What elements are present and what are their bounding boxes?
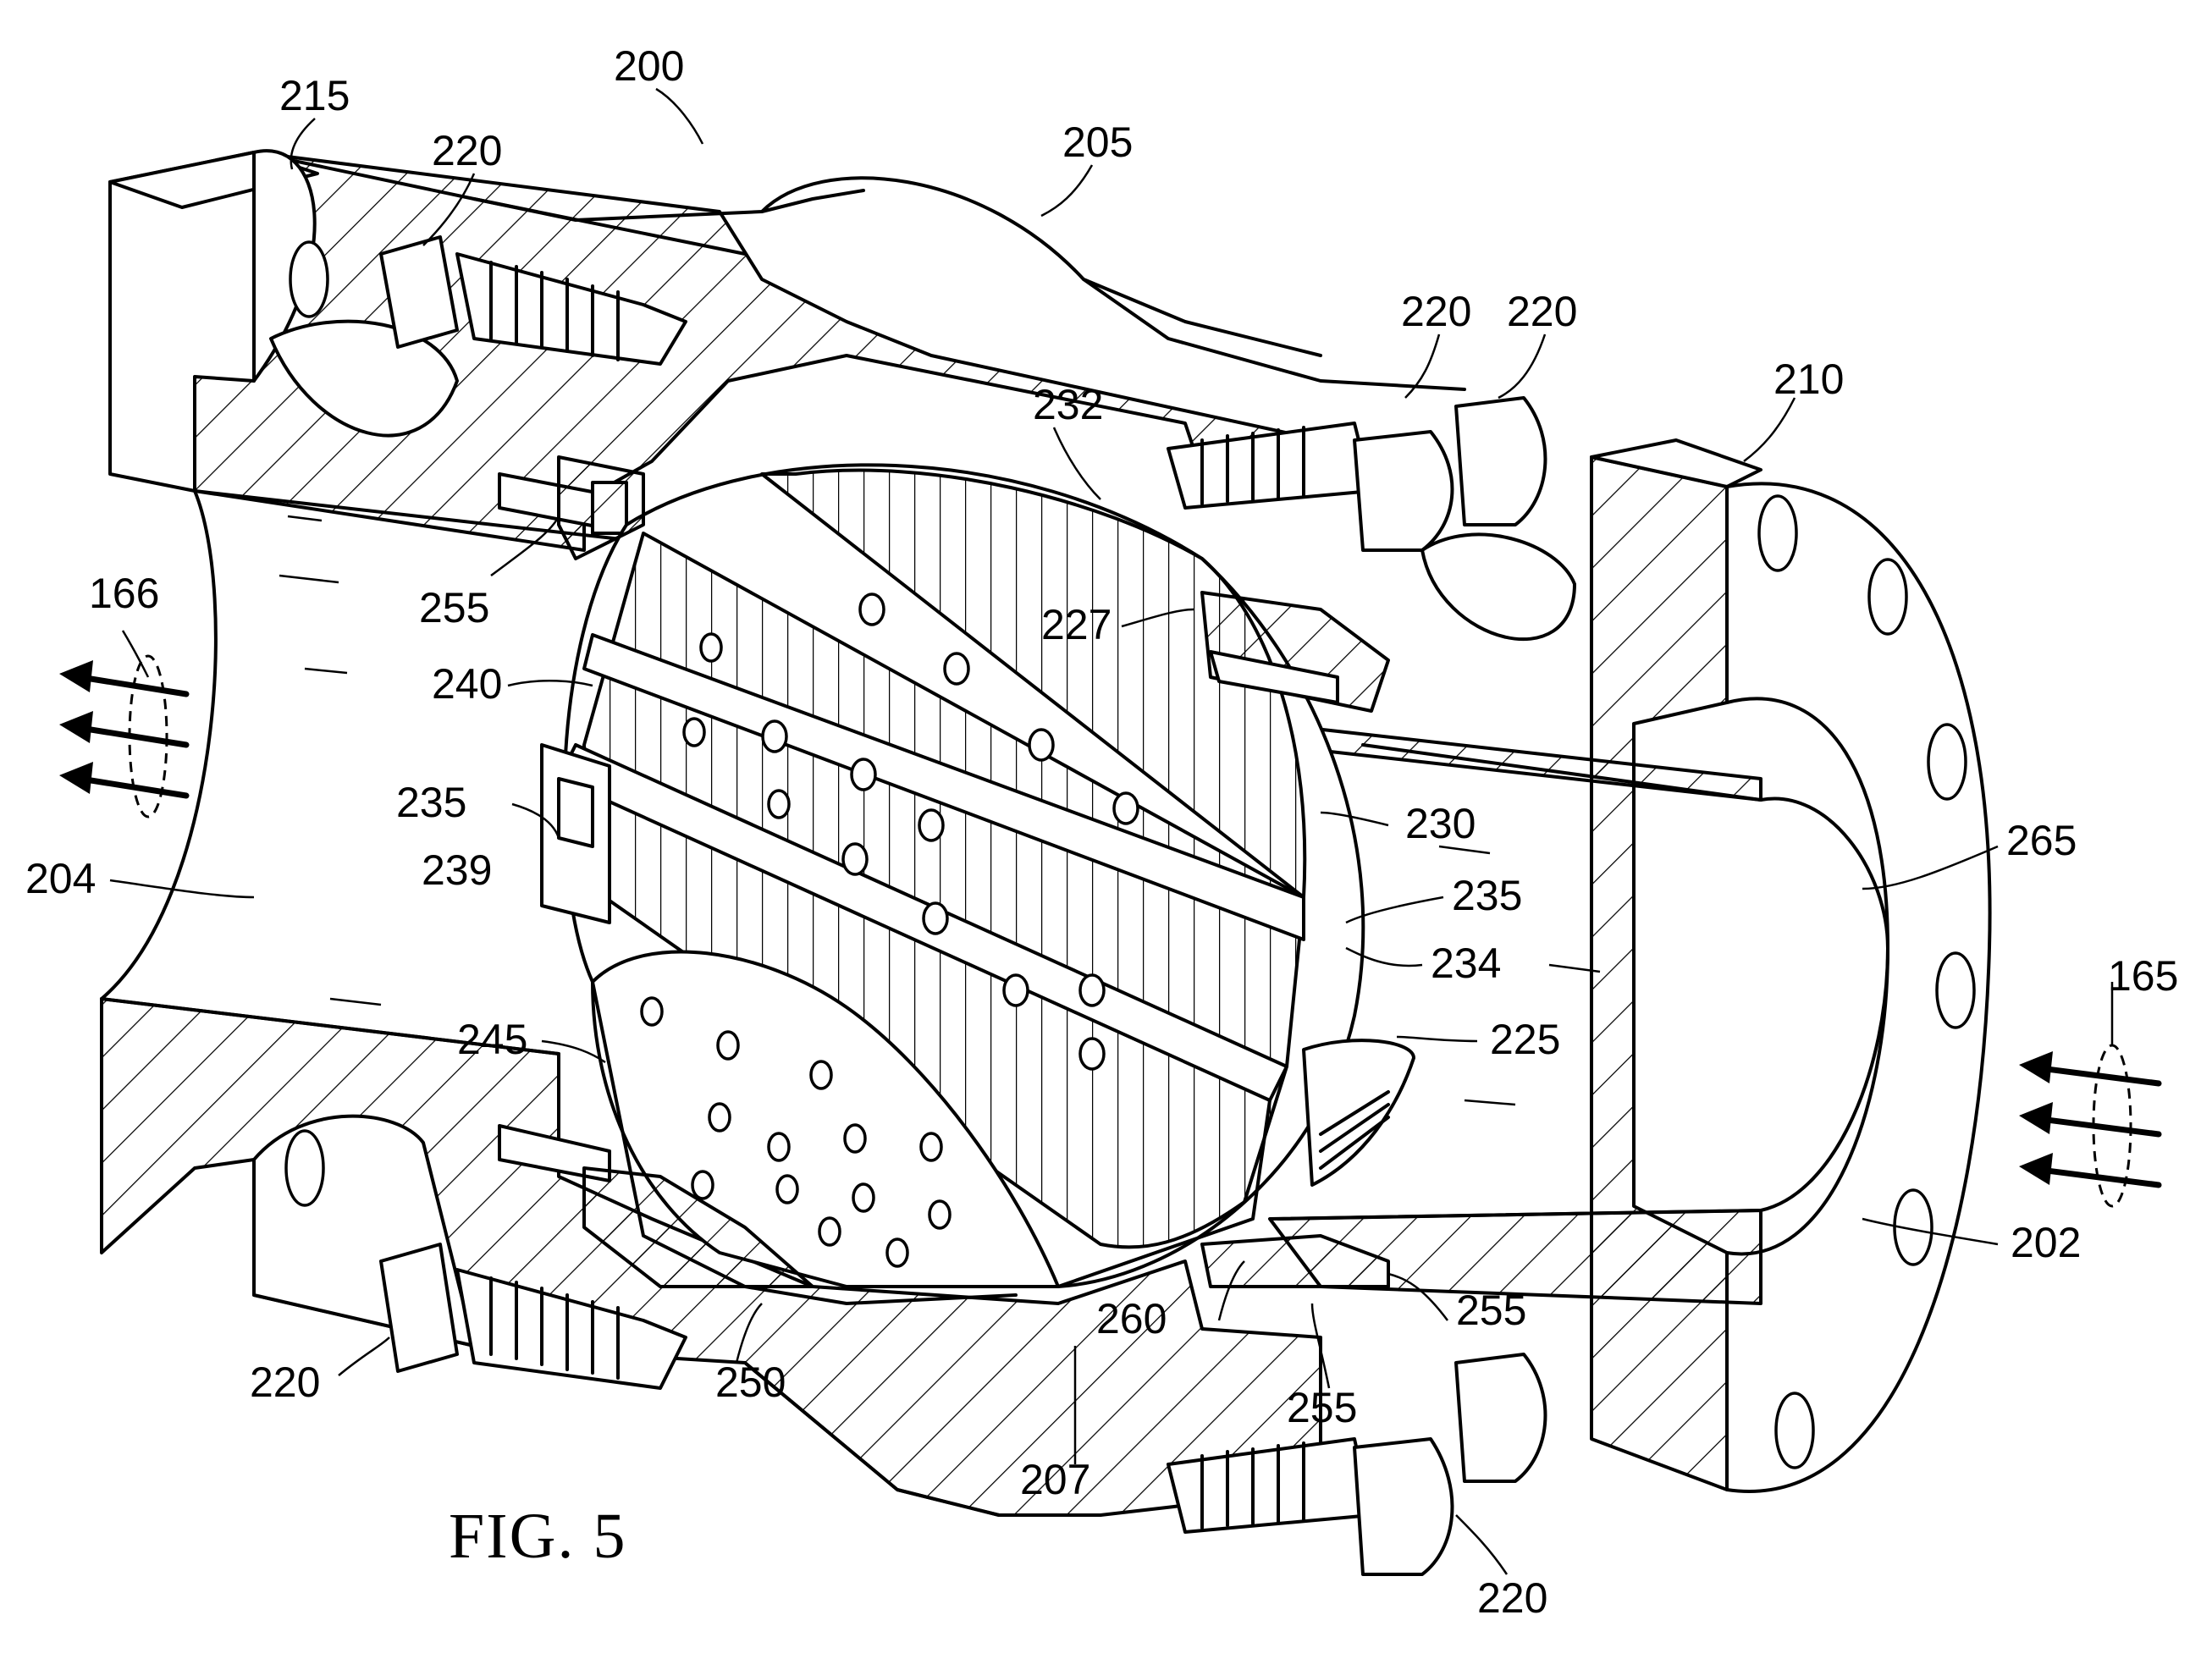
label-234: 234 bbox=[1431, 940, 1501, 987]
label-220-top-right-b: 220 bbox=[1507, 288, 1577, 335]
bolt-top-right bbox=[1167, 396, 1547, 552]
ball-230 bbox=[557, 463, 1365, 1305]
flow-arrows-166 bbox=[59, 654, 190, 818]
label-200: 200 bbox=[614, 42, 684, 90]
label-245: 245 bbox=[457, 1016, 527, 1063]
label-204: 204 bbox=[25, 855, 96, 902]
bolt-bottom-left bbox=[379, 1243, 687, 1390]
bolt-bottom-right bbox=[1167, 1353, 1547, 1576]
seat-left bbox=[540, 455, 814, 1288]
label-232: 232 bbox=[1033, 381, 1103, 428]
label-166: 166 bbox=[89, 570, 159, 617]
label-255-top: 255 bbox=[419, 584, 489, 631]
label-220-bottom-left: 220 bbox=[250, 1359, 320, 1406]
figure-caption: FIG. 5 bbox=[449, 1501, 626, 1572]
flange-215 bbox=[252, 149, 1576, 642]
reference-labels: 200 215 220 205 220 220 210 232 255 166 … bbox=[25, 42, 2178, 1622]
label-202: 202 bbox=[2011, 1219, 2081, 1266]
label-210: 210 bbox=[1773, 356, 1844, 403]
label-220-bottom-right: 220 bbox=[1477, 1574, 1547, 1622]
label-250: 250 bbox=[715, 1359, 786, 1406]
label-265: 265 bbox=[2006, 817, 2077, 864]
label-227: 227 bbox=[1041, 601, 1112, 648]
label-235-left: 235 bbox=[396, 779, 466, 826]
label-165: 165 bbox=[2108, 952, 2178, 1000]
label-220-top-right-a: 220 bbox=[1401, 288, 1471, 335]
flange-210 bbox=[1590, 438, 1992, 1493]
leader-lines bbox=[109, 87, 2114, 1575]
label-239: 239 bbox=[422, 846, 492, 894]
label-255-right: 255 bbox=[1456, 1287, 1526, 1334]
label-240: 240 bbox=[432, 660, 502, 708]
label-207: 207 bbox=[1020, 1456, 1090, 1503]
outlet-bore bbox=[1268, 722, 1762, 1305]
label-235-right: 235 bbox=[1452, 872, 1522, 919]
flow-arrows-165 bbox=[2019, 1044, 2162, 1208]
label-225: 225 bbox=[1490, 1016, 1560, 1063]
seat-225 bbox=[1200, 591, 1415, 1288]
label-230: 230 bbox=[1405, 800, 1476, 847]
label-260: 260 bbox=[1096, 1295, 1167, 1342]
bolt-top-left bbox=[379, 235, 687, 366]
label-215: 215 bbox=[279, 72, 350, 119]
label-255-bottom: 255 bbox=[1287, 1384, 1357, 1431]
label-220-top-left: 220 bbox=[432, 127, 502, 174]
label-205: 205 bbox=[1062, 118, 1133, 166]
bore-holes bbox=[640, 592, 1139, 1268]
